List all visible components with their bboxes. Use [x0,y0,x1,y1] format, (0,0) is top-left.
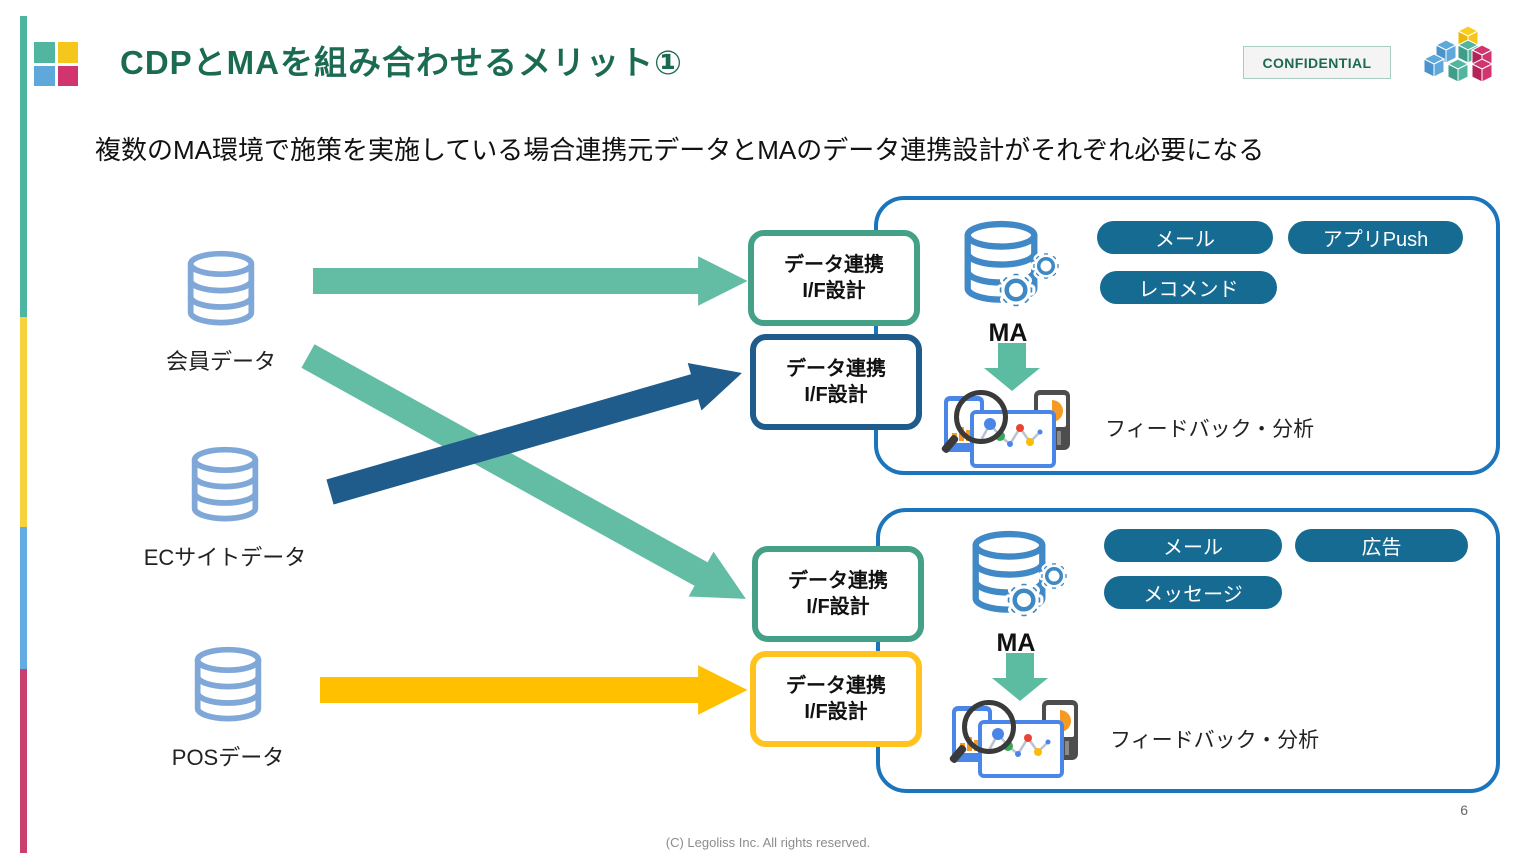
slide-subtitle: 複数のMA環境で施策を実施している場合連携元データとMAのデータ連携設計がそれぞ… [95,135,1265,165]
slide-accent-bar [20,16,27,853]
if-design-box-2: データ連携 I/F設計 [750,334,922,430]
ma-label: MA [996,629,1036,657]
footer-copyright: (C) Legoliss Inc. All rights reserved. [665,835,871,850]
accent-bar-segment-yellow [20,317,27,527]
arrow-ec-data-to-if-design-2 [326,363,742,505]
logo-square-blue [34,65,55,86]
if-design-box-label: データ連携 [786,358,886,380]
down-arrow-icon [984,343,1040,391]
source-member-data: 会員データ [116,250,326,376]
channel-pill-recommend: レコメンド [1100,271,1277,304]
page-title: CDPとMAを組み合わせるメリット① [120,44,683,81]
accent-bar-segment-blue [20,526,27,669]
if-design-box-label: I/F設計 [806,596,870,618]
logo-square-yellow [57,42,78,63]
channel-pill-ad: 広告 [1295,529,1468,562]
if-design-box-label: データ連携 [784,254,884,276]
ma-label: MA [988,319,1028,347]
logo-square-teal [34,42,55,63]
ma-database-gears-icon [952,528,1070,620]
magnifier-icon [962,700,1016,754]
database-icon [179,250,263,332]
source-label: ECサイトデータ [143,545,307,570]
feedback-label: フィードバック・分析 [1105,418,1315,441]
ma-unit-2: MA [946,528,1086,658]
cube-blocks-logo-icon [1422,25,1494,83]
if-design-box-4: データ連携 I/F設計 [750,651,922,747]
if-design-box-1: データ連携 I/F設計 [748,230,920,326]
page-number: 6 [1460,802,1468,818]
arrow-member-data-to-if-design-3 [301,344,746,599]
down-arrow-icon [992,653,1048,701]
analytics-dashboard-icon [948,700,1078,778]
database-icon [183,446,267,528]
accent-bar-segment-teal [20,16,27,318]
channel-pill-app-push: アプリPush [1288,221,1463,254]
source-ec-site-data: ECサイトデータ [120,446,330,572]
if-design-box-label: I/F設計 [802,280,866,302]
source-pos-data: POSデータ [123,646,333,772]
ma-database-gears-icon [944,218,1062,310]
logo-square-pink [57,65,78,86]
confidential-badge: CONFIDENTIAL [1243,46,1391,79]
channel-pill-mail: メール [1097,221,1273,254]
source-label: POSデータ [171,745,285,770]
slide-logo-squares-icon [34,42,78,86]
analytics-dashboard-icon [940,390,1070,468]
channel-pill-message: メッセージ [1104,576,1282,609]
source-label: 会員データ [165,349,276,374]
ma-unit-1: MA [938,218,1078,348]
if-design-box-3: データ連携 I/F設計 [752,546,924,642]
database-icon [186,646,270,728]
channel-pill-mail: メール [1104,529,1282,562]
if-design-box-label: データ連携 [788,570,888,592]
if-design-box-label: データ連携 [786,675,886,697]
if-design-box-label: I/F設計 [804,701,868,723]
accent-bar-segment-pink [20,668,27,853]
feedback-label: フィードバック・分析 [1110,729,1320,752]
if-design-box-label: I/F設計 [804,384,868,406]
magnifier-icon [954,390,1008,444]
